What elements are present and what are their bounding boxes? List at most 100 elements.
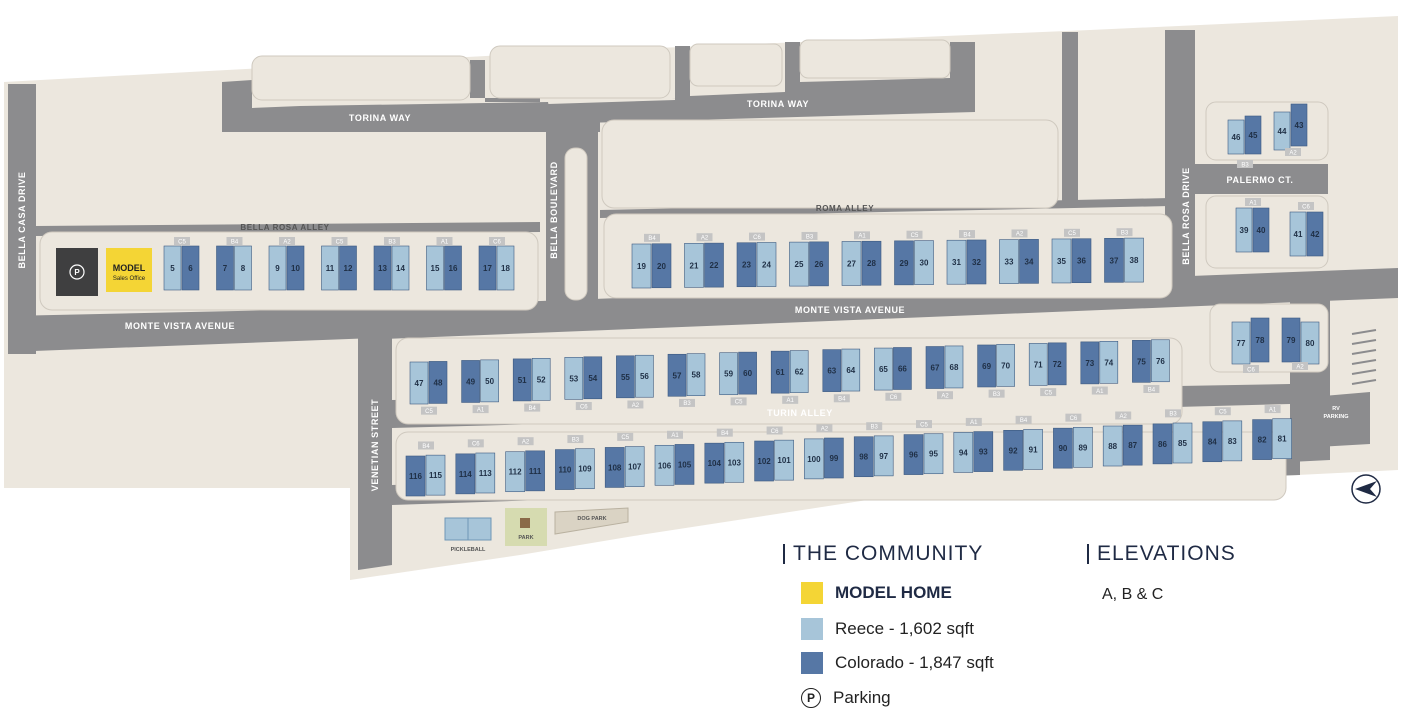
lot-45[interactable]: [1244, 115, 1262, 155]
lot-77[interactable]: [1231, 321, 1251, 365]
lot-32[interactable]: [966, 239, 987, 285]
lot-35[interactable]: [1051, 238, 1072, 284]
lot-57[interactable]: [667, 353, 687, 397]
lot-24[interactable]: [756, 242, 777, 287]
lot-94[interactable]: [953, 432, 974, 473]
lot-114[interactable]: [455, 453, 476, 495]
lot-115[interactable]: [425, 454, 446, 496]
lot-67[interactable]: [925, 346, 945, 389]
lot-100[interactable]: [804, 438, 824, 480]
lot-13[interactable]: [373, 245, 392, 291]
lot-33[interactable]: [999, 239, 1019, 284]
lot-19[interactable]: [631, 243, 652, 289]
lot-95[interactable]: [923, 433, 944, 475]
lot-65[interactable]: [874, 347, 893, 391]
lot-107[interactable]: [624, 446, 645, 487]
lot-38[interactable]: [1124, 237, 1144, 283]
lot-81[interactable]: [1272, 418, 1292, 460]
lot-74[interactable]: [1099, 341, 1119, 384]
lot-14[interactable]: [391, 245, 410, 291]
lot-49[interactable]: [461, 360, 480, 403]
lot-51[interactable]: [512, 358, 532, 402]
lot-47[interactable]: [409, 361, 429, 405]
lot-91[interactable]: [1023, 429, 1043, 470]
lot-29[interactable]: [894, 240, 914, 286]
lot-78[interactable]: [1250, 317, 1270, 363]
lot-93[interactable]: [973, 431, 994, 472]
lot-69[interactable]: [977, 344, 996, 388]
lot-85[interactable]: [1172, 422, 1193, 464]
lot-87[interactable]: [1122, 424, 1143, 466]
lot-71[interactable]: [1028, 343, 1048, 386]
lot-103[interactable]: [724, 441, 745, 483]
lot-48[interactable]: [428, 361, 448, 404]
lot-15[interactable]: [426, 245, 444, 291]
lot-102[interactable]: [754, 440, 774, 482]
lot-46[interactable]: [1227, 119, 1245, 155]
lot-21[interactable]: [684, 243, 704, 288]
lot-31[interactable]: [946, 239, 967, 285]
lot-86[interactable]: [1152, 423, 1173, 465]
lot-5[interactable]: [163, 245, 182, 291]
lot-75[interactable]: [1132, 340, 1151, 383]
lot-76[interactable]: [1151, 339, 1170, 383]
lot-72[interactable]: [1047, 342, 1067, 386]
lot-66[interactable]: [893, 347, 912, 390]
lot-79[interactable]: [1281, 317, 1301, 363]
lot-12[interactable]: [339, 245, 357, 291]
lot-9[interactable]: [268, 245, 287, 291]
lot-73[interactable]: [1080, 341, 1100, 385]
lot-70[interactable]: [996, 344, 1015, 387]
lot-10[interactable]: [286, 245, 305, 291]
lot-52[interactable]: [531, 358, 551, 401]
lot-28[interactable]: [861, 240, 882, 286]
lot-37[interactable]: [1104, 238, 1124, 283]
lot-112[interactable]: [505, 451, 525, 493]
lot-113[interactable]: [475, 452, 496, 494]
lot-42[interactable]: [1306, 211, 1324, 257]
lot-62[interactable]: [789, 350, 809, 393]
lot-58[interactable]: [686, 353, 706, 396]
lot-61[interactable]: [770, 350, 790, 394]
lot-106[interactable]: [654, 444, 675, 486]
lot-60[interactable]: [738, 351, 757, 395]
lot-16[interactable]: [444, 245, 462, 291]
lot-54[interactable]: [583, 356, 603, 400]
lot-92[interactable]: [1003, 430, 1023, 471]
lot-11[interactable]: [321, 245, 339, 291]
lot-53[interactable]: [564, 357, 584, 400]
lot-89[interactable]: [1073, 427, 1093, 468]
lot-98[interactable]: [853, 436, 874, 478]
lot-116[interactable]: [405, 455, 426, 497]
lot-50[interactable]: [480, 359, 499, 403]
lot-59[interactable]: [719, 352, 738, 396]
lot-8[interactable]: [234, 245, 252, 291]
lot-97[interactable]: [873, 435, 894, 477]
lot-82[interactable]: [1252, 419, 1272, 460]
lot-36[interactable]: [1071, 238, 1092, 284]
lot-7[interactable]: [216, 245, 234, 291]
lot-111[interactable]: [525, 450, 545, 492]
lot-20[interactable]: [651, 243, 672, 289]
lot-27[interactable]: [841, 241, 862, 286]
lot-56[interactable]: [635, 354, 654, 398]
lot-99[interactable]: [824, 437, 844, 479]
lot-80[interactable]: [1300, 321, 1320, 365]
lot-88[interactable]: [1102, 425, 1123, 467]
lot-104[interactable]: [704, 442, 725, 484]
lot-40[interactable]: [1252, 207, 1270, 253]
lot-23[interactable]: [736, 242, 757, 288]
lot-39[interactable]: [1235, 207, 1253, 253]
lot-108[interactable]: [604, 447, 625, 488]
lot-83[interactable]: [1222, 420, 1243, 462]
lot-41[interactable]: [1289, 211, 1307, 257]
lot-90[interactable]: [1053, 427, 1073, 469]
lot-64[interactable]: [841, 348, 861, 392]
lot-30[interactable]: [914, 240, 934, 285]
lot-25[interactable]: [789, 241, 809, 287]
lot-63[interactable]: [822, 349, 842, 392]
lot-110[interactable]: [555, 449, 575, 490]
lot-18[interactable]: [496, 245, 515, 291]
lot-22[interactable]: [704, 242, 724, 288]
lot-84[interactable]: [1202, 421, 1223, 463]
